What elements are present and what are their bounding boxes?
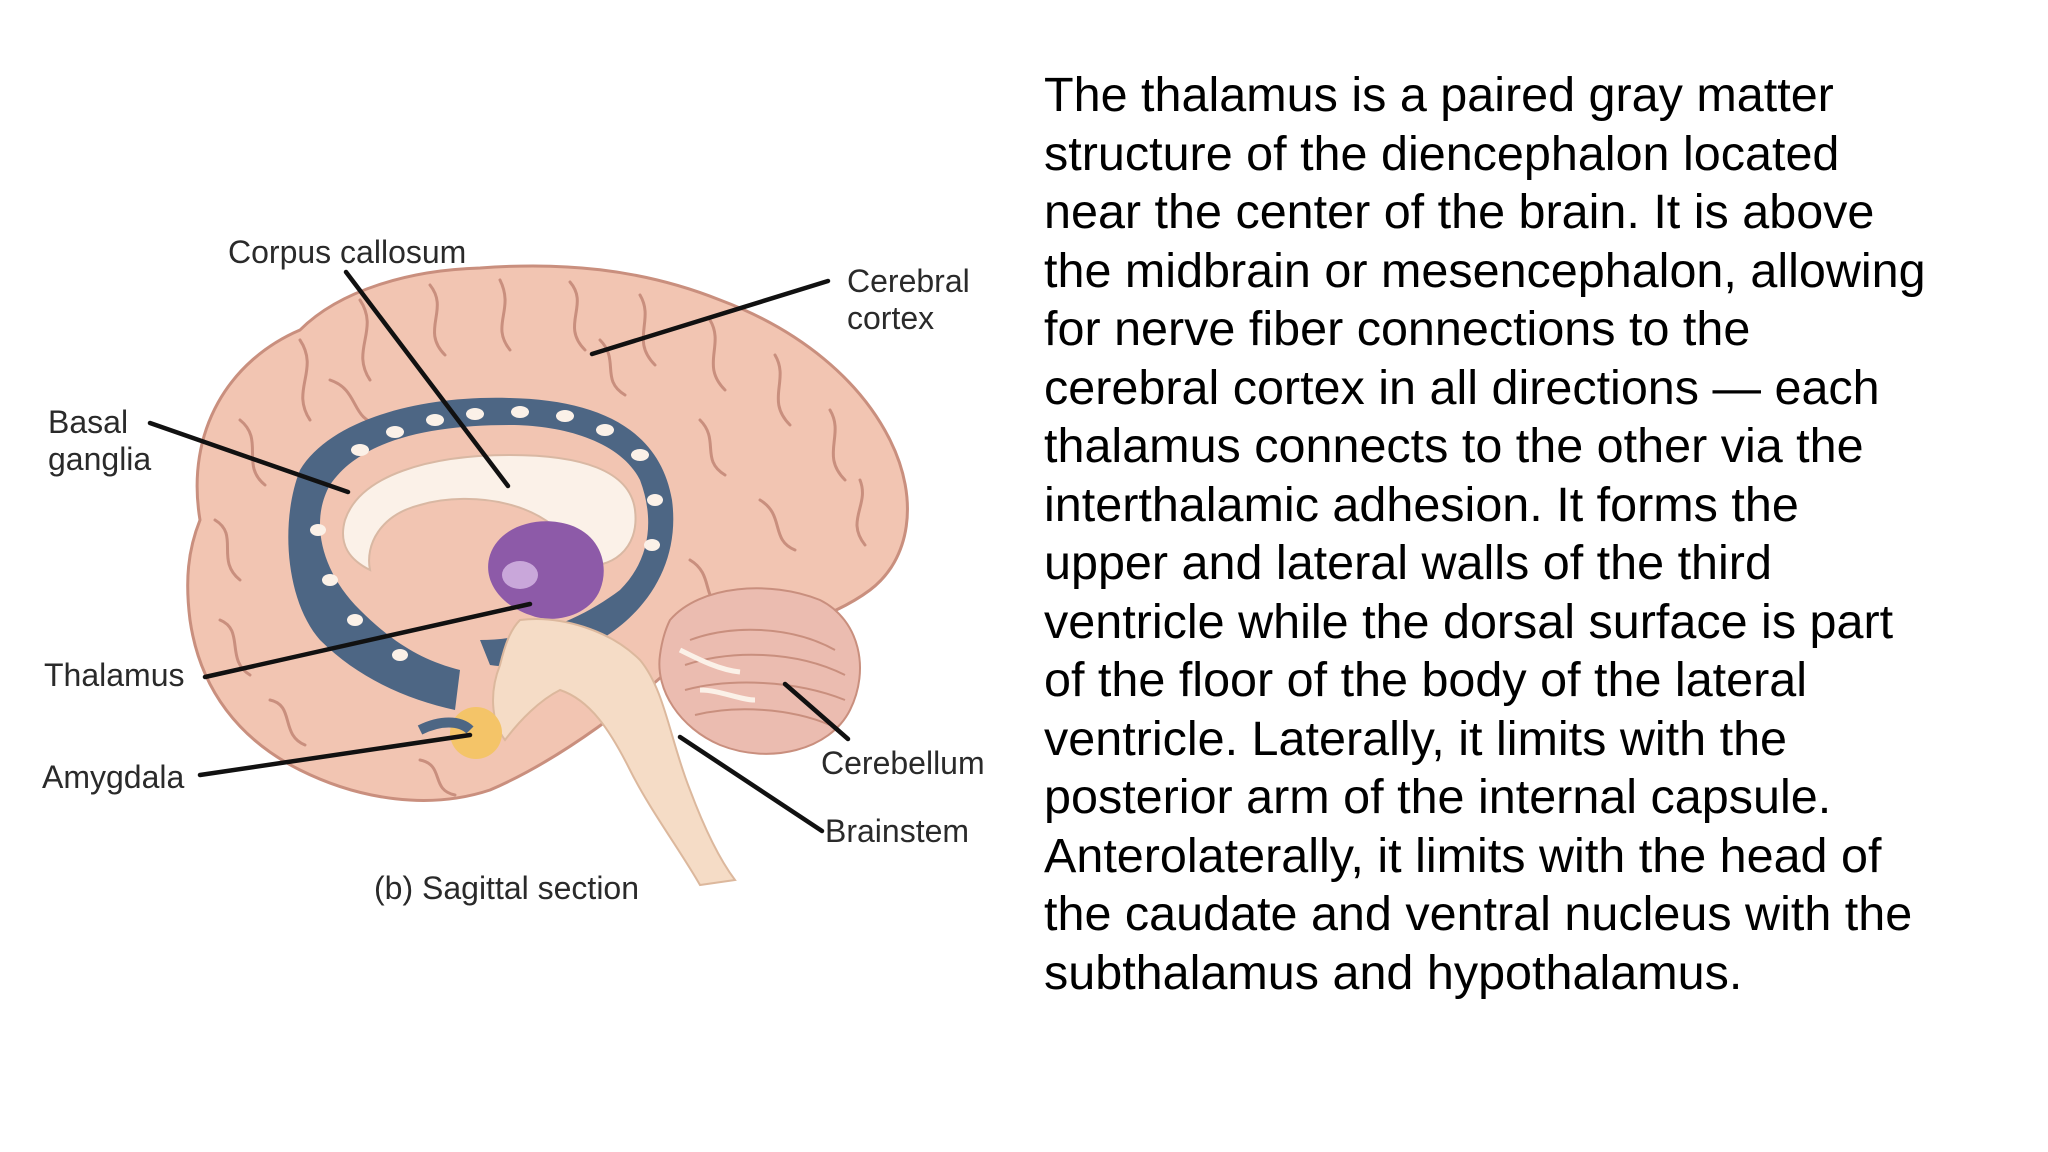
figure-caption: (b) Sagittal section [374,870,639,906]
text-line: of the floor of the body of the lateral [1044,653,1808,707]
label-cerebral-cortex-line2: cortex [847,300,934,336]
thalamus-highlight [502,561,538,589]
text-line: interthalamic adhesion. It forms the [1044,477,1799,532]
leader-brainstem [677,734,825,834]
label-basal-ganglia-line1: Basal [48,404,128,440]
leader-cerebral-cortex [589,278,831,357]
leader-amygdala [197,732,473,778]
label-cerebral-cortex-line1: Cerebral [847,263,970,299]
text-line: the midbrain or mesencephalon, allowing [1044,243,1926,298]
brain-illustration: Corpus callosum Cerebral cortex Basal ga… [42,234,985,906]
thalamus-description: The thalamus is a paired gray matter str… [1044,66,2034,1002]
text-line: near the center of the brain. It is abov… [1044,185,1875,239]
leader-corpus-callosum [343,269,511,489]
text-line: the caudate and ventral nucleus with the [1044,887,1913,941]
leader-cerebellum [782,681,851,742]
label-basal-ganglia-line2: ganglia [48,441,151,477]
ventricle-highlights [310,406,663,661]
leader-thalamus [202,601,533,680]
label-thalamus: Thalamus [44,657,185,693]
text-line: for nerve fiber connections to the [1044,302,1751,356]
text-line: ventricle. Laterally, it limits with the [1044,711,1788,766]
text-line: The thalamus is a paired gray matter [1044,68,1834,122]
brain-sagittal-figure: Corpus callosum Cerebral cortex Basal ga… [0,0,1010,1152]
temporal-horn [417,717,474,735]
label-brainstem: Brainstem [825,813,969,849]
label-cerebellum: Cerebellum [821,745,985,781]
label-amygdala: Amygdala [42,759,185,795]
text-line: ventricle while the dorsal surface is pa… [1044,594,1894,649]
text-line: cerebral cortex in all directions — each [1044,360,1880,415]
leader-basal-ganglia [147,420,351,495]
thalamus-structure [488,521,604,619]
text-line: posterior arm of the internal capsule. [1044,770,1832,824]
text-line: Anterolaterally, it limits with the head… [1044,828,1882,883]
cerebellum-structure [658,587,861,755]
text-line: upper and lateral walls of the third [1044,536,1772,590]
text-line: thalamus connects to the other via the [1044,419,1864,473]
text-line: subthalamus and hypothalamus. [1044,945,1743,1000]
label-corpus-callosum: Corpus callosum [228,234,466,270]
amygdala-structure [450,707,502,759]
text-line: structure of the diencephalon located [1044,126,1840,181]
gyri-folds [213,278,867,797]
brainstem-structure [492,618,737,887]
